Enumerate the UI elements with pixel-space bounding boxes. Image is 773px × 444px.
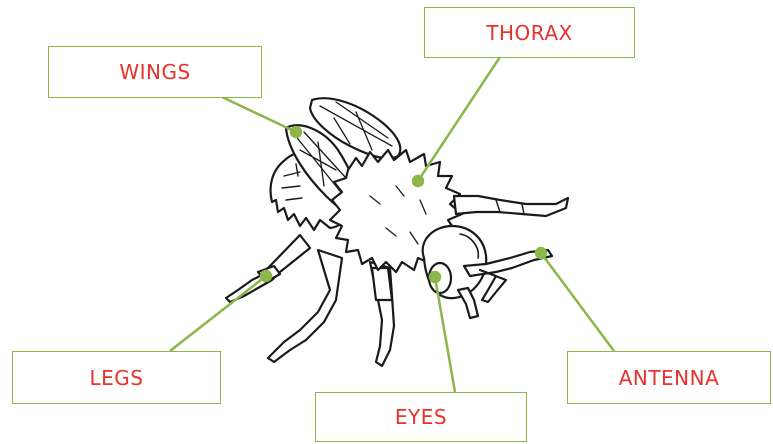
mouthparts (458, 288, 478, 318)
connector-wings (222, 97, 296, 132)
label-legs: LEGS (90, 366, 144, 390)
label-antenna: ANTENNA (619, 366, 720, 390)
connector-thorax (418, 57, 500, 181)
label-eyes: EYES (395, 405, 447, 429)
bumblebee-illustration (226, 98, 568, 366)
connector-legs (170, 276, 266, 351)
connector-eyes-dot (430, 272, 440, 282)
label-box-thorax: THORAX (424, 7, 635, 58)
connector-antenna-dot (536, 248, 546, 258)
leg-front-right (454, 196, 568, 216)
connector-legs-dot (261, 271, 271, 281)
label-box-legs: LEGS (12, 351, 221, 404)
label-box-wings: WINGS (48, 46, 262, 98)
connector-thorax-dot (413, 176, 423, 186)
connector-wings-dot (291, 127, 301, 137)
label-wings: WINGS (119, 60, 190, 84)
label-thorax: THORAX (486, 21, 572, 45)
label-box-antenna: ANTENNA (567, 351, 771, 404)
connector-antenna (541, 253, 614, 351)
label-box-eyes: EYES (315, 392, 527, 442)
